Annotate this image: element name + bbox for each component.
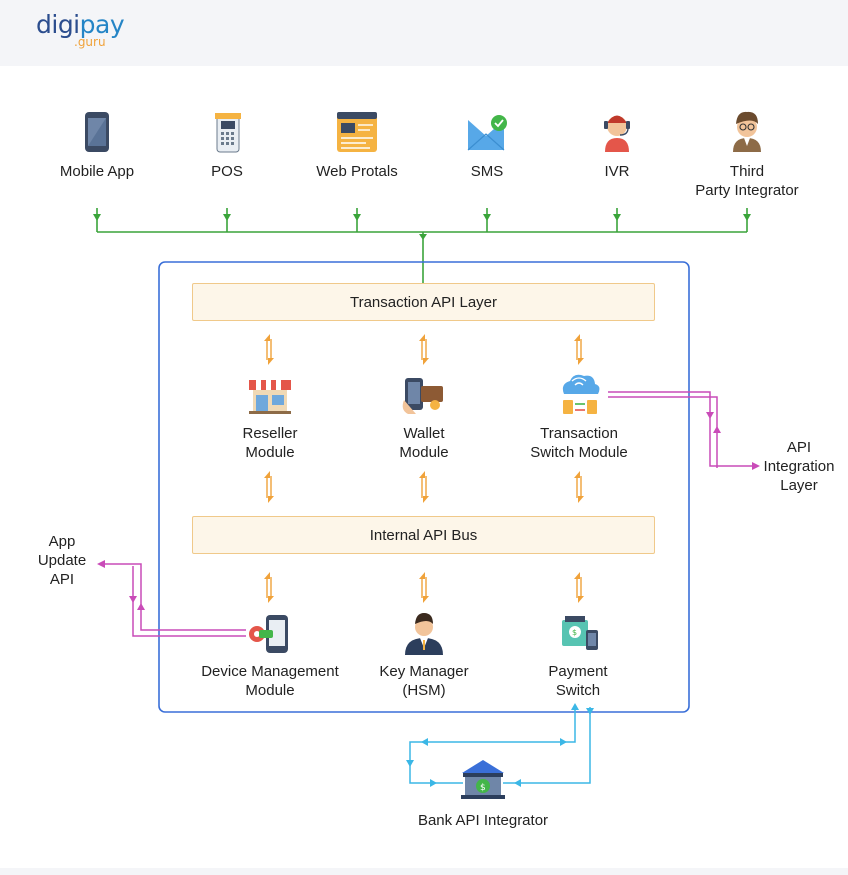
person-glasses-icon (733, 111, 761, 152)
logo-suffix: .guru (74, 35, 106, 49)
channel-label-pos: POS (211, 163, 243, 180)
channel-arrowheads (93, 214, 751, 240)
arrow-layer-to-switch (576, 339, 582, 360)
module-label-wallet: Wallet Module (399, 425, 449, 461)
payment-to-bank-lines (409, 707, 591, 784)
header-bar: digipay .guru (0, 0, 848, 66)
footer-bar (0, 868, 848, 875)
arrow-bus-to-device (266, 577, 272, 598)
channel-label-sms: SMS (470, 163, 504, 180)
pos-terminal-icon (215, 113, 241, 153)
channel-label-ivr: IVR (604, 163, 630, 180)
key-manager-person-icon (405, 613, 443, 655)
orange-arrows (266, 339, 582, 598)
bank-arrowheads (406, 703, 594, 787)
api-integration-arrowheads (706, 412, 760, 470)
core-system-boundary (158, 261, 690, 713)
bank-icon: $ (461, 760, 505, 799)
envelope-check-icon (467, 115, 507, 151)
arrow-layer-to-wallet (421, 339, 427, 360)
channel-connectors (96, 208, 748, 283)
app-update-arrowheads (97, 560, 145, 610)
mobile-phone-icon (85, 112, 109, 152)
orange-arrowheads (264, 334, 584, 603)
module-label-reseller: Reseller Module (242, 425, 298, 461)
arrow-wallet-to-bus (421, 476, 427, 498)
arrow-switch-to-bus (576, 476, 582, 498)
arrow-bus-to-key (421, 577, 427, 598)
headset-agent-icon (604, 115, 630, 152)
arrow-layer-to-reseller (266, 339, 272, 360)
switch-to-api-integration-lines (608, 391, 752, 468)
channel-label-third-party: Third Party Integrator (695, 163, 799, 199)
app-update-api-label: App Update API (37, 533, 87, 588)
arrow-bus-to-payment (576, 577, 582, 598)
cloud-transfer-icon (562, 374, 600, 414)
wallet-phone-icon (402, 378, 443, 414)
internal-api-bus: Internal API Bus (192, 516, 655, 554)
web-browser-code-icon (337, 112, 377, 152)
storefront-icon (249, 380, 291, 414)
service-label-key-manager: Key Manager (HSM) (379, 663, 469, 699)
device-to-app-update-lines (105, 563, 246, 637)
channel-label-mobile-app: Mobile App (59, 163, 135, 180)
digipay-logo[interactable]: digipay .guru (36, 10, 126, 58)
api-integration-layer-label: API Integration Layer (763, 439, 835, 494)
service-label-payment-switch: Payment Switch (548, 663, 608, 699)
channel-label-web-portals: Web Protals (316, 163, 398, 180)
payment-switch-icon: $ (562, 616, 598, 650)
bank-api-integrator-label: Bank API Integrator (417, 812, 549, 829)
svg-text:$: $ (480, 783, 486, 793)
svg-text:$: $ (572, 628, 577, 637)
service-label-device-management: Device Management Module (201, 663, 339, 699)
transaction-api-layer: Transaction API Layer (192, 283, 655, 321)
logo-wordmark: digipay (36, 10, 125, 39)
module-label-transaction-switch: Transaction Switch Module (530, 425, 628, 461)
arrow-reseller-to-bus (266, 476, 272, 498)
device-gear-icon (249, 615, 288, 653)
